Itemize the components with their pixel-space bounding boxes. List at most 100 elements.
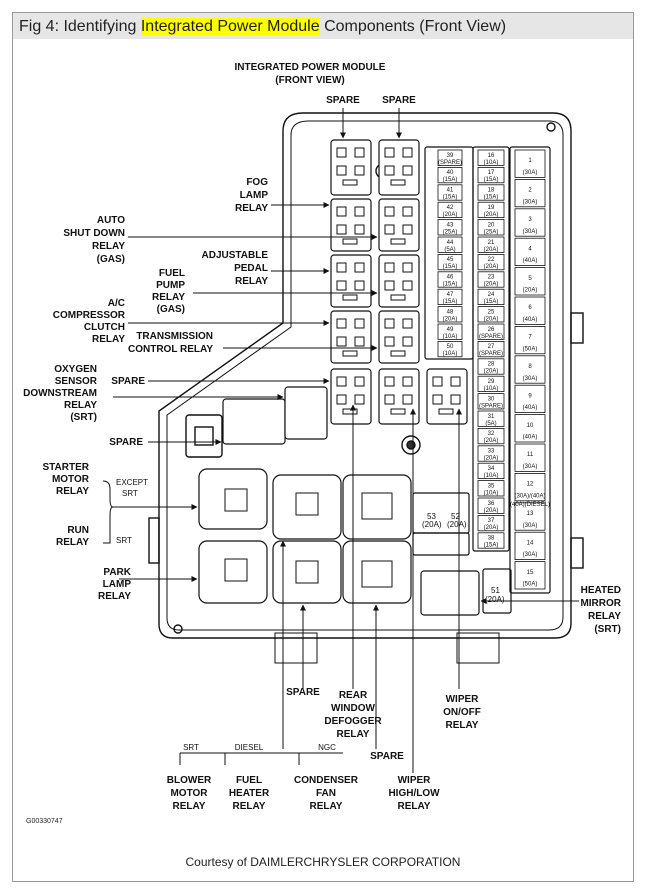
fuse-51-rating: (20A): [485, 595, 505, 604]
relay-starter-run: [198, 468, 268, 530]
relay-terminal-slot: [384, 147, 395, 158]
fuel-pump-relay-label-4: (GAS): [157, 304, 185, 315]
col3-fuse-number: 6: [528, 305, 532, 311]
relay-terminal-slot: [384, 394, 395, 405]
col2-fuse-22: [477, 253, 505, 271]
col1-fuse-40: [437, 166, 463, 184]
asd-relay-label-1: AUTO: [97, 215, 125, 226]
col2-fuse-18: [477, 184, 505, 201]
col2-fuse-rating: (SPARE): [479, 351, 503, 357]
relay-terminal-slot: [354, 336, 365, 347]
fuel-pump-relay-label-1: FUEL: [159, 268, 185, 279]
relay-rear-defog: [342, 474, 412, 540]
col1-fuse-number: 47: [447, 292, 454, 298]
col1-fuse-46: [437, 271, 463, 288]
relay-terminal-slot: [384, 280, 395, 291]
relay-wiper-hl: [342, 540, 412, 604]
col1-fuse-rating: (15A): [443, 299, 458, 305]
relay-asd-right: [378, 198, 420, 252]
fuse-column-3: 1(30A)2(30A)3(30A)4(40A)5(20A)6(40A)7(50…: [510, 149, 550, 590]
fuse-51-number: 51: [491, 586, 500, 595]
starter-relay-label-2: MOTOR: [52, 474, 90, 485]
top-spare-right-label: SPARE: [382, 95, 416, 106]
run-relay-label-1: RUN: [67, 525, 89, 536]
relay-terminal-slot: [354, 224, 365, 235]
header-line-1: INTEGRATED POWER MODULE: [235, 62, 386, 73]
col3-fuse-number: 8: [528, 364, 532, 370]
figure-frame: Fig 4: Identifying Integrated Power Modu…: [12, 12, 634, 882]
fog-lamp-relay-label-2: LAMP: [240, 190, 269, 201]
col1-fuse-rating: (25A): [443, 229, 458, 235]
col1-fuse-43: [437, 219, 463, 236]
col3-fuse-7: [514, 325, 546, 355]
relay-terminal-slot: [384, 206, 395, 217]
col1-fuse-41: [437, 184, 463, 201]
relay-terminal-slot: [336, 262, 347, 273]
relay-terminal-slot: [336, 165, 347, 176]
except-srt-label-2: SRT: [122, 489, 138, 498]
bracket-lines: [102, 480, 343, 765]
col1-fuse-rating: (20A): [443, 212, 458, 218]
trans-relay-label-2: CONTROL RELAY: [128, 344, 213, 355]
left-labels: FOG LAMP RELAY AUTO SHUT DOWN RELAY (GAS…: [23, 177, 268, 602]
relay-terminal-slot: [384, 224, 395, 235]
col2-fuse-rating: (20A): [484, 369, 499, 375]
col2-fuse-number: 17: [488, 170, 495, 176]
asd-relay-label-4: (GAS): [97, 254, 125, 265]
oxygen-relay-label-2: SENSOR: [55, 376, 98, 387]
figure-code: G00330747: [26, 818, 63, 825]
fuse-53-number: 53: [427, 512, 436, 521]
relay-terminal-slot: [354, 147, 365, 158]
relay-terminal-slot: [402, 336, 413, 347]
col1-fuse-rating: (15A): [443, 264, 458, 270]
relay-blocks: [198, 139, 480, 616]
col2-fuse-20: [477, 219, 505, 236]
spare-mid-label: SPARE: [111, 376, 145, 387]
col1-fuse-39: [437, 149, 463, 166]
fog-lamp-relay-label-1: FOG: [246, 177, 268, 188]
relay-terminal-slot: [402, 224, 413, 235]
col2-fuse-rating: (15A): [484, 543, 499, 549]
col3-fuse-rating: (50A): [523, 582, 538, 588]
col3-fuse-number: 2: [528, 188, 532, 194]
col1-fuse-47: [437, 288, 463, 306]
wiper-hl-label-1: WIPER: [398, 775, 432, 786]
col2-fuse-31: [477, 410, 505, 427]
relay-terminal-slot: [384, 165, 395, 176]
col2-fuse-rating: (10A): [484, 490, 499, 496]
relay-terminal-slot: [342, 294, 358, 301]
title-prefix: Fig 4: Identifying: [19, 18, 141, 35]
col3-fuse-number: 4: [528, 246, 532, 252]
asd-relay-label-3: RELAY: [92, 241, 125, 252]
col2-fuse-rating: (20A): [484, 438, 499, 444]
col2-fuse-37: [477, 514, 505, 532]
col2-fuse-27: [477, 340, 505, 358]
col2-fuse-rating: (15A): [484, 195, 499, 201]
col3-fuse-rating: (50A): [523, 346, 538, 352]
relay-terminal-slot: [336, 280, 347, 291]
col2-fuse-number: 26: [488, 327, 495, 333]
col2-fuse-16: [477, 149, 505, 166]
relay-terminal-slot: [402, 318, 413, 329]
spare-left-label: SPARE: [109, 437, 143, 448]
relay-terminal-slot: [336, 336, 347, 347]
power-module-diagram: 39(SPARE)40(15A)41(15A)42(20A)43(25A)44(…: [23, 62, 622, 812]
col1-fuse-number: 40: [447, 170, 454, 176]
col2-fuse-number: 18: [488, 188, 495, 194]
col2-fuse-23: [477, 271, 505, 288]
col1-fuse-rating: (5A): [444, 247, 455, 253]
relay-mid-2: [378, 368, 420, 425]
col2-fuse-number: 36: [488, 501, 495, 507]
relay-terminal-slot: [336, 206, 347, 217]
fuel-heater-label-3: RELAY: [233, 801, 266, 812]
col2-fuse-number: 33: [488, 449, 495, 455]
wiper-hl-label-3: RELAY: [398, 801, 431, 812]
relay-terminal-slot: [402, 147, 413, 158]
col2-fuse-33: [477, 445, 505, 462]
col1-fuse-45: [437, 253, 463, 271]
fuel-heater-label-1: FUEL: [236, 775, 262, 786]
col1-fuse-rating: (SPARE): [438, 160, 462, 166]
wiper-hl-label-2: HIGH/LOW: [388, 788, 440, 799]
col1-fuse-42: [437, 201, 463, 218]
relay-terminal-slot: [438, 408, 454, 415]
